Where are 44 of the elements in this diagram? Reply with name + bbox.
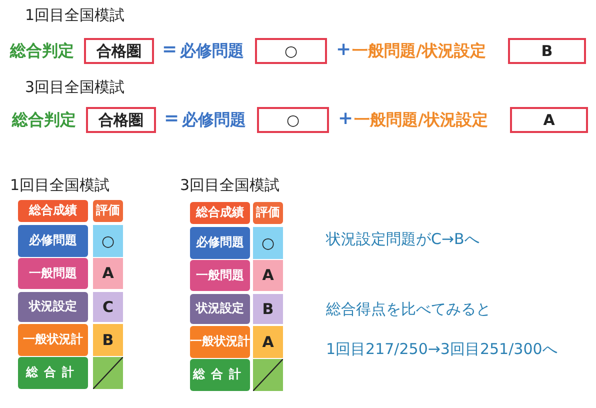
equals-sign: = (162, 41, 178, 59)
plus-sign: + (336, 41, 352, 59)
header-cell: 評価 (253, 202, 283, 224)
category-cell: 総合計 (18, 357, 88, 389)
plus-sign: + (338, 110, 354, 128)
category-cell: 状況設定 (18, 292, 88, 322)
result-box: ○ (255, 38, 327, 64)
term-label: 必修問題 (182, 112, 246, 128)
category-cell: 一般状況計 (18, 324, 88, 356)
term-label: 一般問題/状況設定 (354, 112, 488, 128)
grade-cell: C (93, 292, 123, 322)
grade-cell: A (253, 260, 283, 291)
term-label: 必修問題 (180, 43, 244, 59)
grade-cell: ○ (93, 225, 123, 257)
category-cell: 必修問題 (18, 225, 88, 257)
category-cell: 状況設定 (190, 294, 250, 324)
result-box: 合格圏 (86, 107, 156, 133)
equals-sign: = (164, 110, 180, 128)
result-box: 合格圏 (84, 38, 154, 64)
exam-title: 1回目全国模試 (25, 8, 125, 23)
category-cell: 必修問題 (190, 227, 250, 259)
table-title: 3回目全国模試 (180, 178, 280, 193)
note-text: 1回目217/250→3回目251/300へ (326, 342, 558, 357)
note-text: 総合得点を比べてみると (326, 302, 491, 317)
exam-title: 3回目全国模試 (25, 80, 125, 95)
category-cell: 一般問題 (18, 258, 88, 289)
category-cell: 総合成績 (18, 200, 88, 222)
header-cell: 評価 (93, 200, 123, 222)
result-box: ○ (257, 107, 329, 133)
category-cell: 総合成績 (190, 202, 250, 224)
grade-cell: ○ (253, 227, 283, 259)
result-box: B (508, 38, 586, 64)
result-box: A (510, 107, 588, 133)
term-label: 一般問題/状況設定 (352, 43, 486, 59)
table-title: 1回目全国模試 (10, 178, 110, 193)
grade-cell: A (93, 258, 123, 289)
category-cell: 一般状況計 (190, 326, 250, 358)
term-label: 総合判定 (12, 112, 76, 128)
grade-cell: B (93, 324, 123, 356)
grade-cell: A (253, 326, 283, 358)
category-cell: 一般問題 (190, 260, 250, 291)
category-cell: 総合計 (190, 359, 250, 391)
grade-cell: B (253, 294, 283, 324)
note-text: 状況設定問題がC→Bへ (326, 232, 480, 247)
